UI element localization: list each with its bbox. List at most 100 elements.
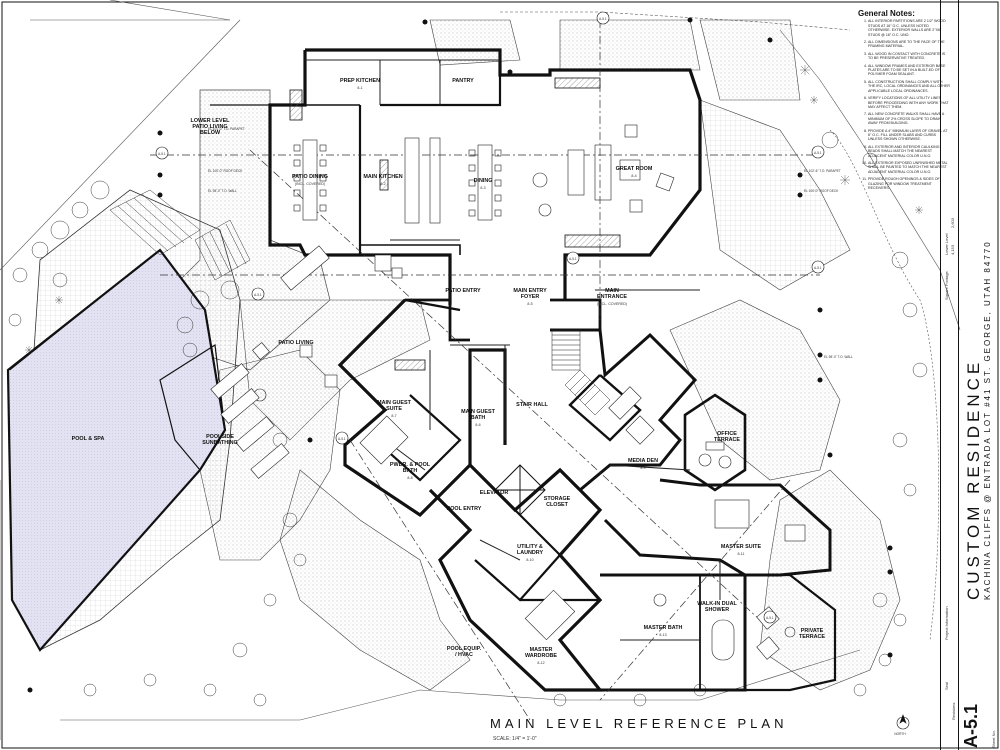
elevation-tag-3: EL 98'-0" T.O. WALL xyxy=(208,189,237,193)
interior-partitions xyxy=(305,59,721,641)
general-note-item: ALL EXTERIOR AND INTERIOR CAULKING BEADS… xyxy=(868,145,950,158)
pool-area xyxy=(6,189,241,652)
room-label: POOL EQUIP. xyxy=(447,646,482,652)
general-note-item: PROVIDE A 4" MINIMUM LAYER OF GRAVEL AT … xyxy=(868,129,950,142)
room-label: MAIN xyxy=(605,288,619,294)
room-label: POOLSIDE xyxy=(206,434,234,440)
general-note-item: ALL EXTERIOR EXPOSED UNFINISHED METAL SH… xyxy=(868,161,950,174)
room-label: OFFICE xyxy=(717,431,737,437)
room-label-sub: 8-11 xyxy=(738,552,745,556)
svg-text:A-5.1: A-5.1 xyxy=(599,17,607,21)
room-label: SUITE xyxy=(386,406,402,412)
north-label: NORTH xyxy=(894,732,906,736)
svg-text:A-5.1: A-5.1 xyxy=(766,616,774,620)
room-label: FOYER xyxy=(521,294,540,300)
room-label: STAIR HALL xyxy=(516,402,548,408)
title-block: CUSTOM RESIDENCE KACHINA CLIFFS @ ENTRAD… xyxy=(958,0,1000,750)
room-label: MAIN GUEST xyxy=(461,409,496,415)
room-label: PANTRY xyxy=(452,78,474,84)
general-notes-list: ALL INTERIOR PARTITIONS ARE 2 1/2" WOOD … xyxy=(858,19,950,190)
elevation-tag-5: EL 100'-0" ROOF DECK xyxy=(804,189,839,193)
elevation-tag-1: EL 101'-0" T.O. PARAPET xyxy=(208,127,245,131)
drawing-title: MAIN LEVEL REFERENCE PLAN xyxy=(490,716,788,731)
room-label: ENTRANCE xyxy=(597,294,627,300)
room-label: PREP KITCHEN xyxy=(340,78,380,84)
room-label: MASTER xyxy=(530,647,553,653)
site-lines xyxy=(0,0,961,740)
room-label: MAIN GUEST xyxy=(377,400,412,406)
room-label: MASTER SUITE xyxy=(721,544,762,550)
project-info-label: Project Information xyxy=(944,606,949,640)
general-note-item: ALL DIMENSIONS ARE TO THE FACE OF THE FR… xyxy=(868,40,950,49)
general-note-item: ALL INTERIOR PARTITIONS ARE 2 1/2" WOOD … xyxy=(868,19,950,37)
room-label: / HVAC xyxy=(455,652,473,658)
revisions-label: Revisions xyxy=(951,702,956,720)
sheet-number: A-5.1 xyxy=(961,703,981,748)
svg-text:A-5.1: A-5.1 xyxy=(254,293,262,297)
room-label-sub: 8-13 xyxy=(659,633,666,637)
general-note-item: ALL WINDOW FRAMES AND EXTERIOR BASE PLAT… xyxy=(868,64,950,77)
room-label: WALK-IN DUAL xyxy=(697,601,737,607)
dining-table xyxy=(477,144,493,221)
site-stairs xyxy=(109,189,251,281)
kitchen-island xyxy=(404,137,420,224)
room-label: LOWER LEVEL xyxy=(191,118,231,124)
sf-lower: 2,603 xyxy=(950,217,955,228)
room-label-sub: 8-4 xyxy=(631,174,636,178)
north-arrow xyxy=(896,714,910,730)
room-label: POOL ENTRY xyxy=(447,506,482,512)
room-label: LAUNDRY xyxy=(517,550,544,556)
room-label: WARDROBE xyxy=(525,653,557,659)
room-label: SUNBATHING xyxy=(202,440,238,446)
room-label: PRIVATE xyxy=(801,628,824,634)
spa xyxy=(159,343,226,472)
elevation-tag-2: EL 100'-0" ROOF DECK xyxy=(208,169,243,173)
seal-label: Seal xyxy=(944,681,949,690)
section-lines xyxy=(150,20,820,721)
project-address: KACHINA CLIFFS @ ENTRADA LOT #41 ST. GEO… xyxy=(983,240,992,600)
room-label-sub: 8-10 xyxy=(526,558,533,562)
section-tag-text: A-5.1A-5.1 A-5.1A-5.1 A-5.1A-5.1 A-5.1A-… xyxy=(158,17,822,620)
room-label: SHOWER xyxy=(705,607,729,613)
sheet-number-label: Sheet No. xyxy=(991,730,996,748)
project-name: CUSTOM RESIDENCE xyxy=(964,358,983,600)
plant-stars xyxy=(25,65,923,354)
general-notes-heading: General Notes: xyxy=(858,9,915,18)
landscape-plants xyxy=(8,131,928,707)
svg-text:A-5.1: A-5.1 xyxy=(814,151,822,155)
svg-text:A-5.1: A-5.1 xyxy=(569,257,577,261)
elevation-markers xyxy=(27,17,893,693)
room-label: DINING xyxy=(474,178,493,184)
general-note-item: ALL NEW CONCRETE WALKS SHALL HAVE A MINI… xyxy=(868,112,950,125)
room-label: MAIN KITCHEN xyxy=(363,174,402,180)
title-block-info-column: Square Footage 4,153 Lower Level 2,603 P… xyxy=(940,0,959,750)
section-tags xyxy=(155,11,825,624)
room-label: POOL & SPA xyxy=(72,436,105,442)
patio-dining-table xyxy=(302,139,318,221)
room-label: BATH xyxy=(471,415,486,421)
room-label-sub: (INCL. COVERED) xyxy=(597,302,627,306)
general-note-item: ALL CONSTRUCTION SHALL COMPLY WITH THE I… xyxy=(868,80,950,93)
general-note-item: VERIFY LOCATIONS OF ALL UTILITY LINES BE… xyxy=(868,96,950,109)
sofa xyxy=(567,149,585,196)
general-note-item: ALL WOOD IN CONTACT WITH CONCRETE IS TO … xyxy=(868,52,950,61)
sf-lower-label: Lower Level xyxy=(944,233,949,255)
room-label-sub: 8-2 xyxy=(380,182,385,186)
room-label-sub: 8-5 xyxy=(527,302,532,306)
room-label: STORAGE xyxy=(544,496,571,502)
elevator xyxy=(494,464,546,516)
room-label: MAIN ENTRY xyxy=(513,288,547,294)
svg-text:A-5.1: A-5.1 xyxy=(158,152,166,156)
room-label: CLOSET xyxy=(546,502,569,508)
interior-stair xyxy=(551,329,611,416)
room-label: PATIO LIVING xyxy=(278,340,313,346)
elevation-tag-4: EL 102'-6" T.O. PARAPET xyxy=(804,169,841,173)
room-label: MASTER BATH xyxy=(644,625,683,631)
room-label: BELOW xyxy=(200,130,221,136)
room-label-sub: (INCL. COVERED) xyxy=(295,182,325,186)
room-label-sub: 8-3 xyxy=(480,186,485,190)
fireplaces xyxy=(289,77,621,371)
